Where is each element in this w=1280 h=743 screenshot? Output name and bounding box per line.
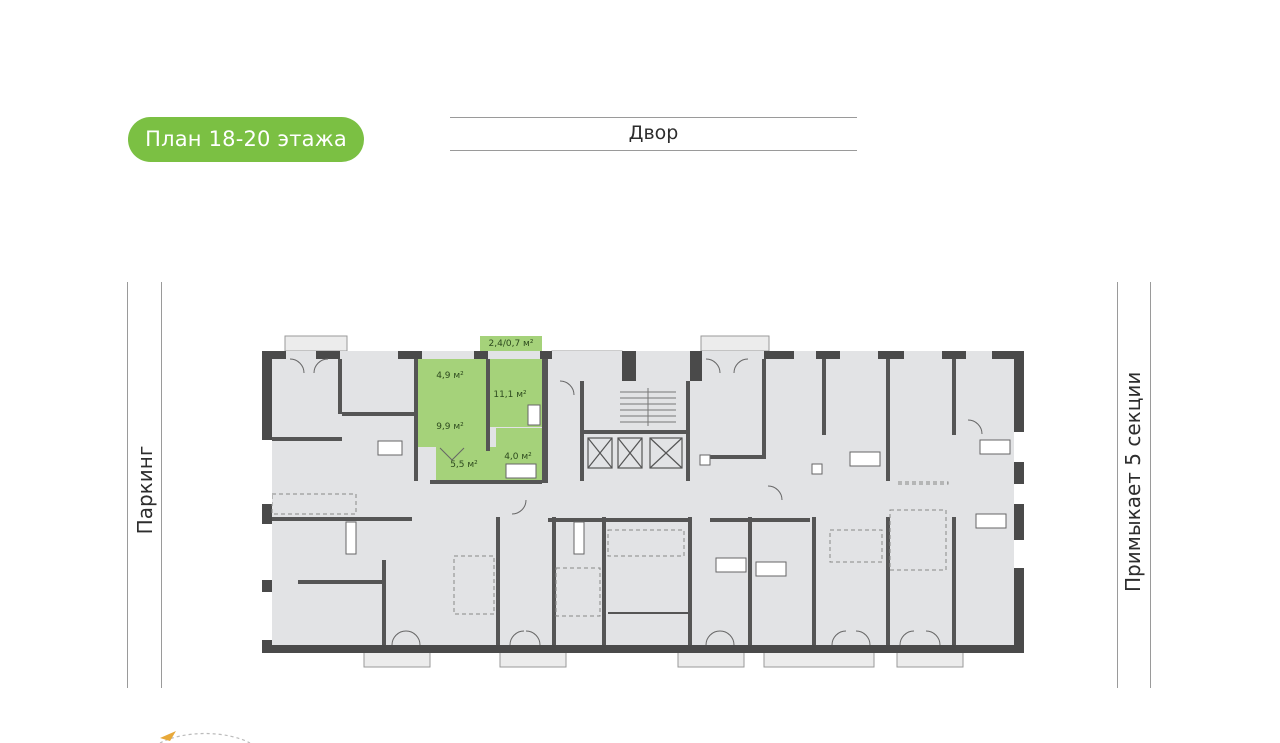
staircase xyxy=(620,388,676,426)
balcony-bottom-2 xyxy=(499,651,567,668)
elevator-shafts xyxy=(587,437,683,469)
apt-hall xyxy=(436,447,496,483)
yard-label: Двор xyxy=(628,122,679,144)
section5-line-left xyxy=(1117,282,1118,688)
balcony-bottom-5 xyxy=(896,651,964,668)
apt-balcony xyxy=(480,336,542,351)
apt-room-small xyxy=(418,359,486,391)
area-balcony: 2,4/0,7 м² xyxy=(489,339,534,349)
parking-line-left xyxy=(127,282,128,688)
section5-line-right xyxy=(1150,282,1151,688)
floor-plan-title-badge: План 18-20 этажа xyxy=(128,117,364,162)
yard-bottom-line xyxy=(450,150,857,151)
building-floor xyxy=(262,351,1022,653)
area-labels: 2,4/0,7 м² 4,9 м² 11,1 м² 9,9 м² 5,5 м² … xyxy=(436,339,534,470)
area-living: 11,1 м² xyxy=(493,390,527,400)
balcony-bottom-3 xyxy=(677,651,745,668)
compass-arc xyxy=(159,731,251,743)
window-marks xyxy=(262,432,1024,640)
balcony-bottom-1 xyxy=(363,651,431,668)
balcony-bottom-4 xyxy=(763,651,875,668)
apt-bedroom xyxy=(418,391,486,447)
yard-top-line xyxy=(450,117,857,118)
area-hall: 5,5 м² xyxy=(450,460,478,470)
area-room-small: 4,9 м² xyxy=(436,371,464,381)
interior-walls xyxy=(272,359,956,645)
bathroom-fixtures xyxy=(345,404,1011,577)
door-swings xyxy=(289,358,983,646)
balcony-top-1 xyxy=(284,335,348,352)
kitchen-zones xyxy=(271,481,949,617)
bottom-balconies xyxy=(363,651,964,668)
parking-line-right xyxy=(161,282,162,688)
area-bathroom: 4,0 м² xyxy=(504,452,532,462)
balcony-top-2 xyxy=(700,335,770,352)
area-bedroom: 9,9 м² xyxy=(436,422,464,432)
